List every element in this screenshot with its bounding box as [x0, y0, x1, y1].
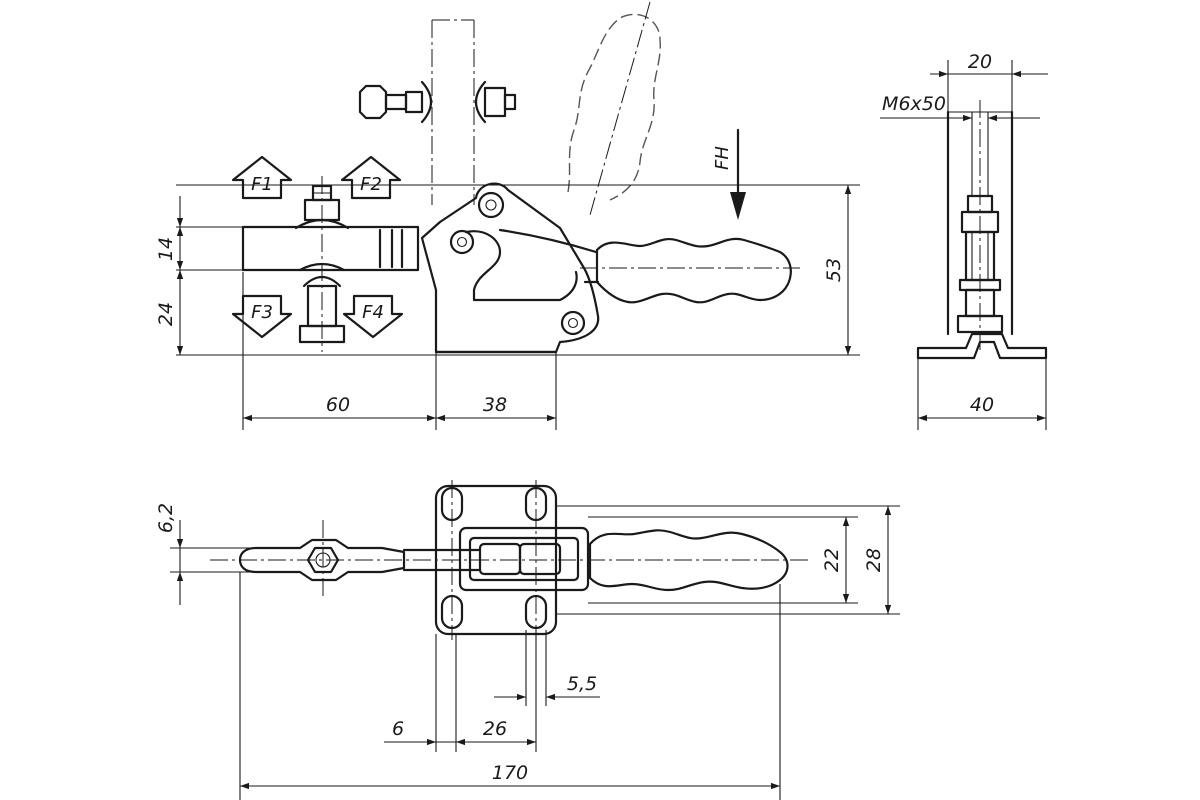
- handle: [498, 228, 800, 304]
- force-label-f1: F1: [251, 174, 273, 195]
- dim-53: 53: [823, 258, 845, 282]
- spindle-bolt-down: [298, 176, 346, 352]
- dim-28: 28: [863, 548, 885, 572]
- force-label-f4: F4: [362, 302, 384, 323]
- dim-26: 26: [483, 718, 507, 740]
- side-view: F1 F2 F3 F4 FH 14 24 53: [155, 1, 860, 430]
- force-arrow-f4: F4: [342, 294, 404, 339]
- dim-40: 40: [970, 394, 994, 416]
- dim-38: 38: [483, 394, 507, 416]
- top-view: 6,2 22 28 5,5 6 26 170: [155, 480, 900, 800]
- dim-170: 170: [492, 762, 528, 784]
- force-arrow-f3: F3: [231, 294, 293, 339]
- dim-20: 20: [968, 51, 992, 73]
- dim-6-2: 6,2: [155, 503, 177, 533]
- dim-6: 6: [392, 718, 404, 740]
- force-arrow-f1: F1: [231, 155, 293, 200]
- force-arrow-f2: F2: [340, 155, 402, 200]
- ghost-handle-open: [567, 1, 661, 216]
- force-arrow-fh: FH: [712, 128, 746, 220]
- clamp-body: [420, 182, 600, 354]
- force-label-f2: F2: [360, 174, 382, 195]
- dim-24: 24: [155, 302, 177, 326]
- dim-14: 14: [155, 237, 177, 261]
- dim-m6x50: M6x50: [882, 93, 946, 115]
- dim-22: 22: [821, 548, 843, 572]
- end-view: 20 M6x50 40: [880, 51, 1048, 430]
- force-label-f3: F3: [251, 302, 273, 323]
- ghost-bolt-assembly: [358, 19, 517, 205]
- spindle-bar: [241, 225, 420, 272]
- dim-60: 60: [326, 394, 350, 416]
- force-label-fh: FH: [712, 146, 733, 170]
- dim-5-5: 5,5: [567, 673, 597, 695]
